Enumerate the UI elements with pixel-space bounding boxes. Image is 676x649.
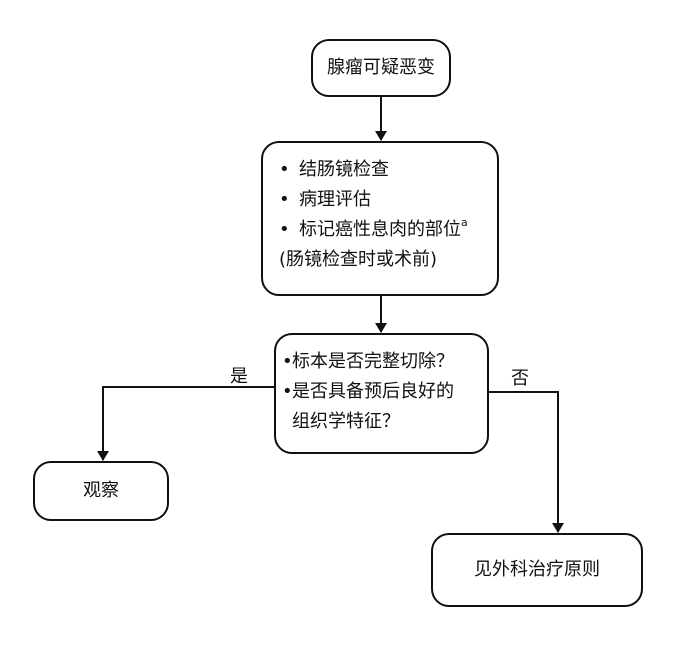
bullet-icon: • [279, 219, 290, 240]
node-observe: 观察 [33, 461, 169, 521]
list-item-mark-site: •标记癌性息肉的部位a [279, 215, 497, 245]
list-item-pathology: •病理评估 [279, 185, 497, 215]
list-item-note: (肠镜检查时或术前) [279, 249, 438, 270]
node-observe-label: 观察 [83, 480, 119, 501]
list-item-colonoscopy: •结肠镜检查 [279, 155, 497, 185]
node-adenoma-suspected-malignancy: 腺瘤可疑恶变 [311, 39, 451, 97]
edge-label-no: 否 [511, 368, 529, 389]
bullet-icon: • [279, 189, 290, 210]
bullet-icon: • [282, 381, 293, 402]
node-evaluation-steps: •结肠镜检查 •病理评估 •标记癌性息肉的部位a (肠镜检查时或术前) [261, 141, 499, 296]
arrow-decision-to-surgery [489, 391, 564, 533]
arrow-decision-to-observe [97, 386, 274, 461]
node-decision: •标本是否完整切除？ •是否具备预后良好的 组织学特征？ [274, 333, 489, 454]
node-surgery-principles: 见外科治疗原则 [431, 533, 643, 607]
footnote-marker: a [461, 216, 468, 229]
node-surgery-label: 见外科治疗原则 [474, 559, 600, 580]
decision-question-2-cont: 组织学特征？ [292, 411, 400, 432]
bullet-icon: • [282, 351, 293, 372]
decision-question-1: •标本是否完整切除？ [282, 347, 487, 377]
bullet-icon: • [279, 159, 290, 180]
node-start-label: 腺瘤可疑恶变 [327, 57, 435, 78]
decision-question-2: •是否具备预后良好的 [282, 377, 487, 407]
edge-label-yes: 是 [230, 366, 248, 387]
